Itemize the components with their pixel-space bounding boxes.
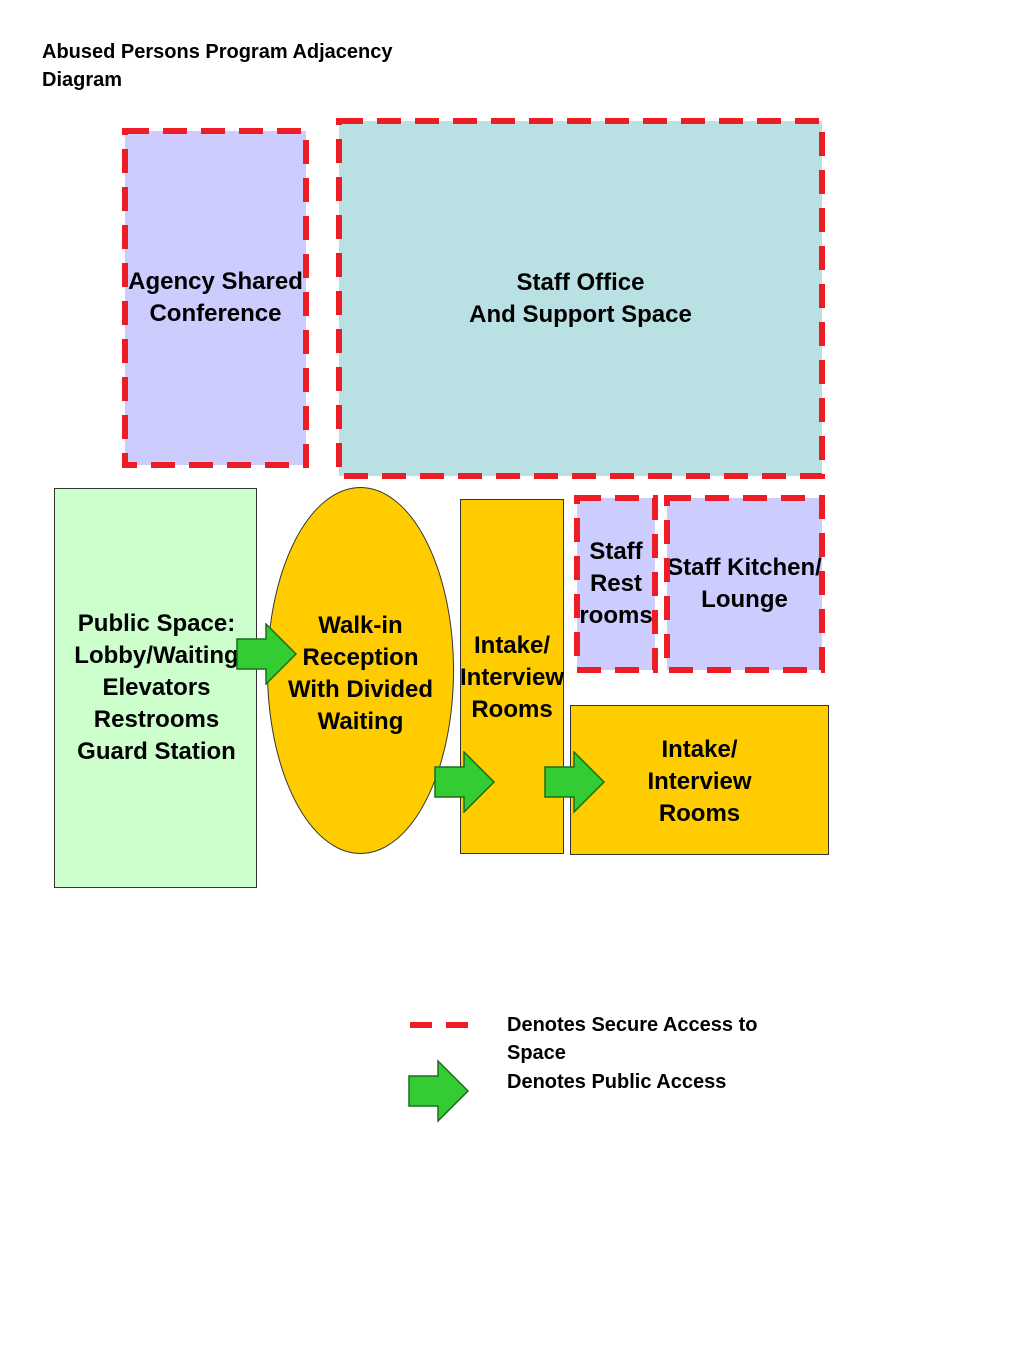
room-label: Intake/ Interview Rooms [647, 736, 752, 827]
room-label: Staff Office And Support Space [469, 269, 692, 328]
room-intake-interview-wide: Intake/ Interview Rooms [570, 705, 829, 855]
legend-secure-label: Denotes Secure Access to Space [507, 1014, 758, 1064]
room-label: Staff Rest rooms [579, 538, 653, 629]
legend-public-label: Denotes Public Access [507, 1071, 727, 1093]
green-arrow-icon [236, 623, 298, 685]
room-label: Agency Shared Conference [128, 268, 303, 327]
room-staff-office: Staff Office And Support Space [336, 118, 825, 479]
room-label: Walk-in Reception With Divided Waiting [287, 611, 434, 735]
room-label: Staff Kitchen/ Lounge [667, 554, 822, 613]
room-label: Public Space: Lobby/Waiting Elevators Re… [74, 610, 239, 765]
room-label: Intake/ Interview Rooms [459, 632, 565, 723]
room-public-space: Public Space: Lobby/Waiting Elevators Re… [54, 488, 257, 888]
room-walkin-reception: Walk-in Reception With Divided Waiting [267, 487, 454, 854]
dashed-border-icon [410, 1022, 474, 1028]
room-agency-shared-conference: Agency Shared Conference [122, 128, 309, 468]
green-arrow-icon [434, 751, 496, 813]
green-arrow-icon [408, 1059, 470, 1123]
room-staff-kitchen: Staff Kitchen/ Lounge [664, 495, 825, 673]
diagram-title: Abused Persons Program Adjacency Diagram [42, 41, 393, 91]
green-arrow-icon [544, 751, 606, 813]
room-staff-restrooms: Staff Rest rooms [574, 495, 658, 673]
